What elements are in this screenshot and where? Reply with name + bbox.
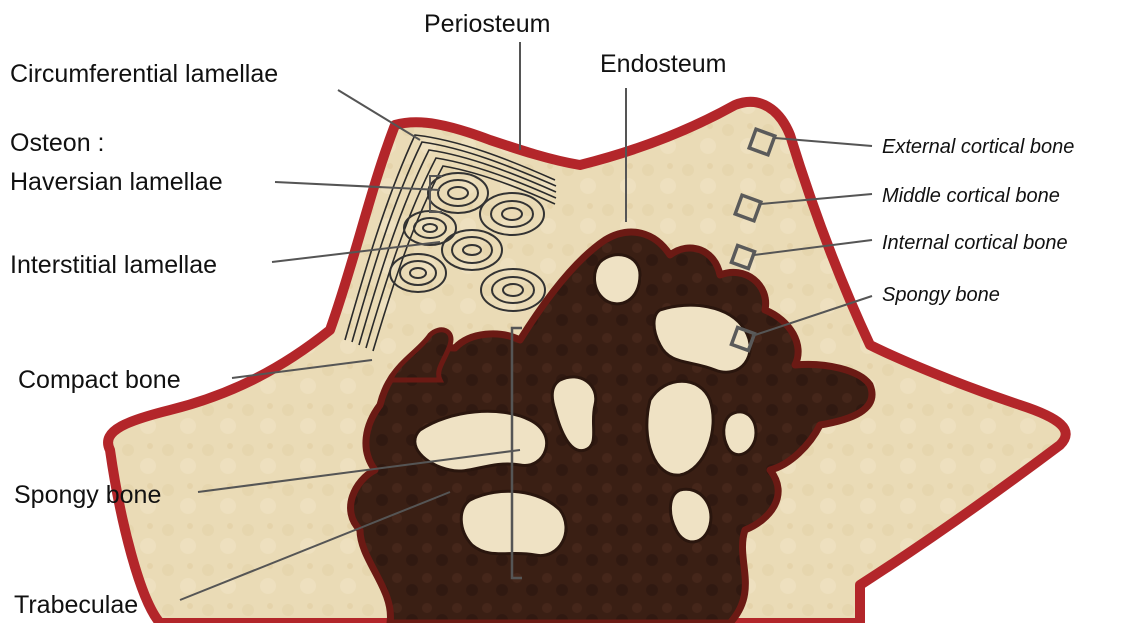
marrow-space — [595, 255, 640, 304]
label-circumferential-lamellae: Circumferential lamellae — [10, 60, 278, 88]
label-haversian-lamellae: Haversian lamellae — [10, 168, 223, 196]
label-endosteum: Endosteum — [600, 50, 726, 78]
marrow-space — [461, 491, 566, 555]
marrow-space — [724, 412, 756, 455]
label-external-cortical-bone: External cortical bone — [882, 136, 1074, 158]
label-spongy-bone-right: Spongy bone — [882, 284, 1000, 306]
label-trabeculae: Trabeculae — [14, 591, 138, 619]
label-interstitial-lamellae: Interstitial lamellae — [10, 251, 217, 279]
label-osteon: Osteon : — [10, 129, 105, 157]
label-compact-bone: Compact bone — [18, 366, 181, 394]
label-internal-cortical-bone: Internal cortical bone — [882, 232, 1068, 254]
label-spongy-bone: Spongy bone — [14, 481, 161, 509]
circumferential-leader — [338, 90, 420, 140]
label-periosteum: Periosteum — [424, 10, 550, 38]
label-middle-cortical-bone: Middle cortical bone — [882, 185, 1060, 207]
